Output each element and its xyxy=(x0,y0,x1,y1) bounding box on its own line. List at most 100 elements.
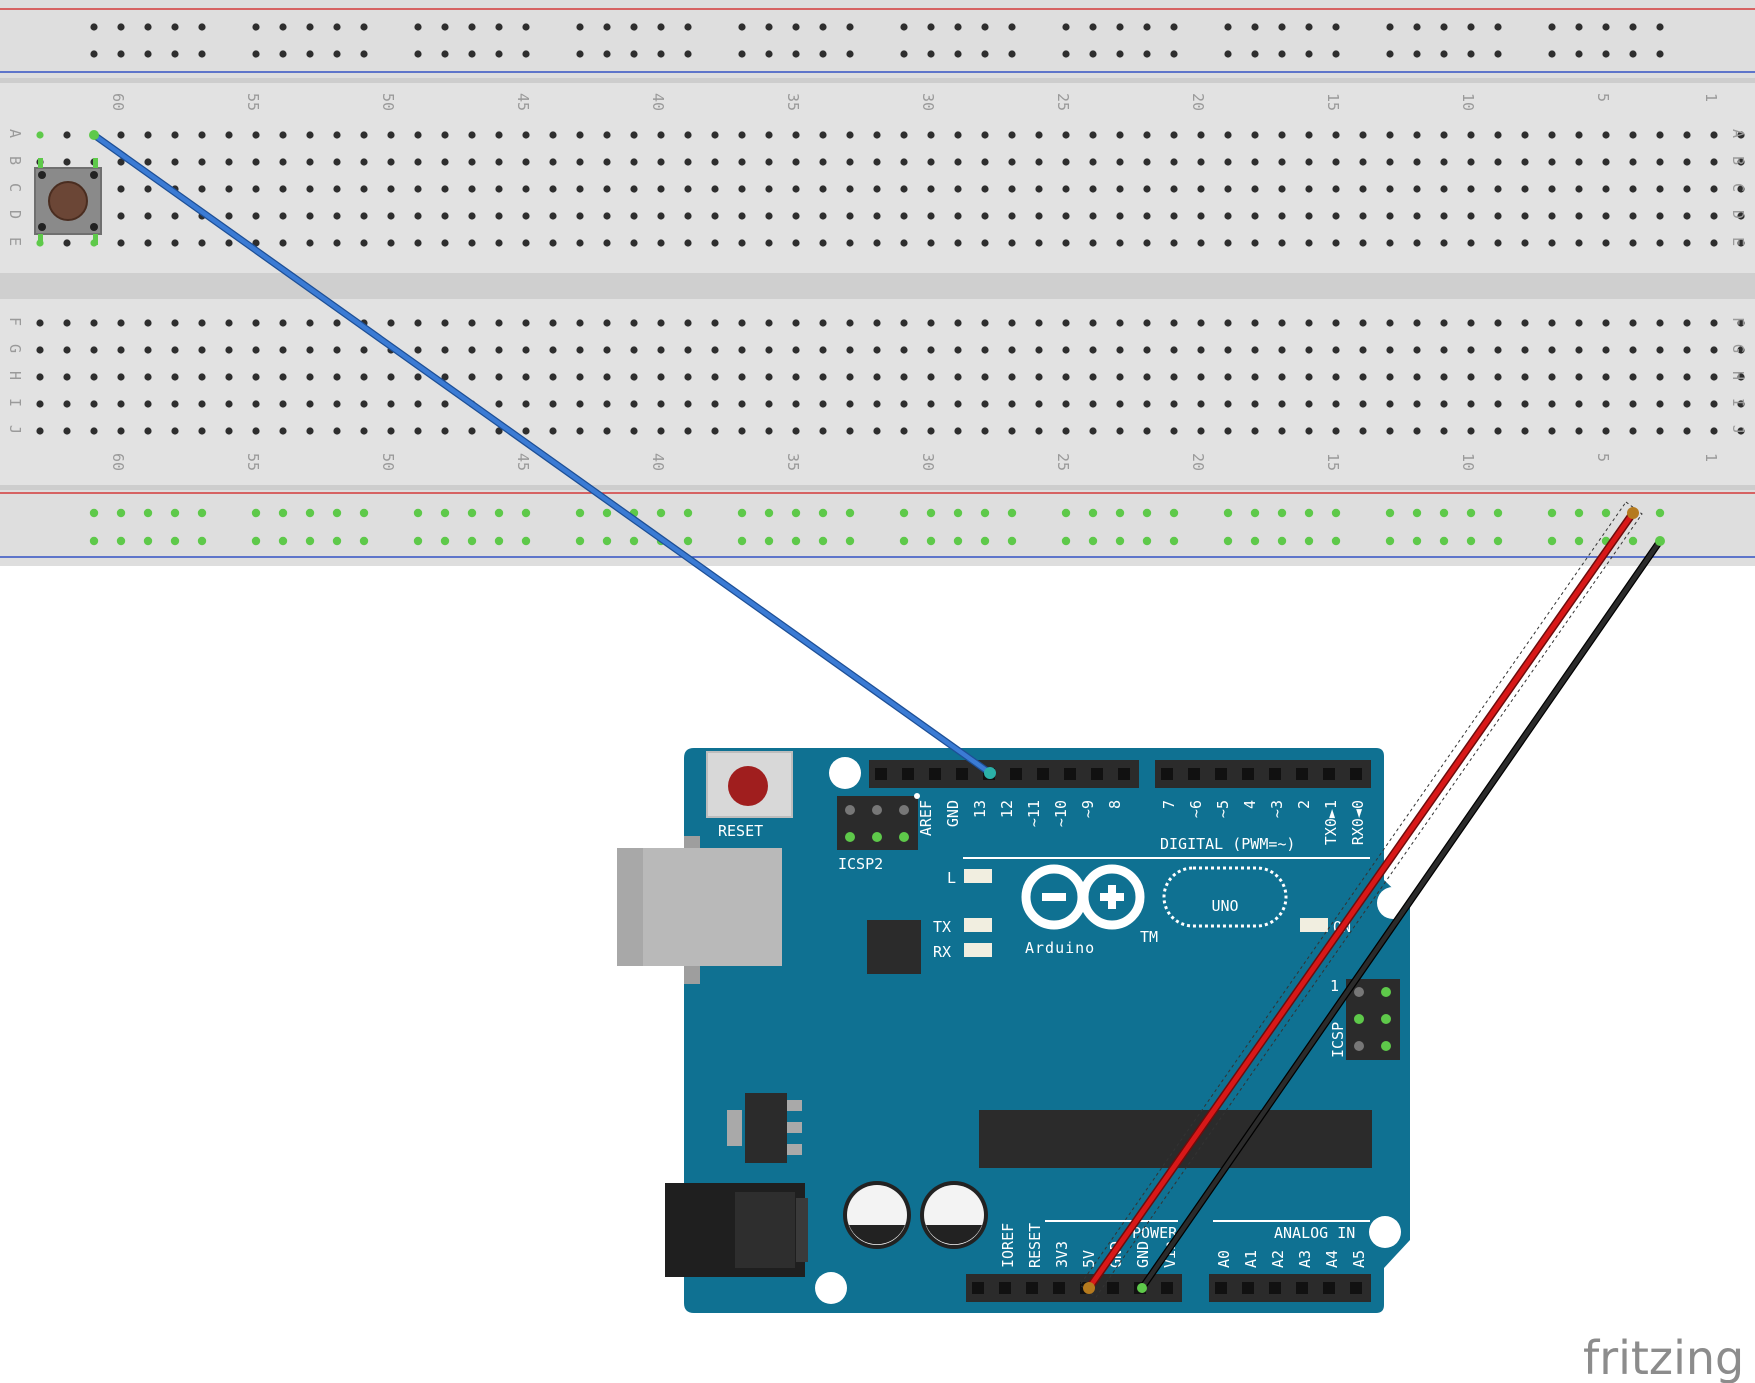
icsp-header[interactable]: 1 ICSP xyxy=(1329,977,1400,1060)
breadboard-hole xyxy=(1386,319,1394,327)
breadboard-hole xyxy=(1197,185,1205,193)
breadboard-hole xyxy=(1467,346,1475,354)
breadboard-hole xyxy=(117,239,125,247)
breadboard-hole xyxy=(1440,427,1448,435)
reset-button[interactable]: RESET xyxy=(706,751,793,840)
led-rx-label: RX xyxy=(933,943,951,961)
breadboard-hole xyxy=(576,239,584,247)
breadboard-hole xyxy=(360,131,368,139)
rail-hole xyxy=(576,23,584,31)
breadboard-hole xyxy=(1494,185,1502,193)
rail-hole xyxy=(1467,23,1475,31)
breadboard-hole xyxy=(1575,346,1583,354)
rail-hole xyxy=(252,50,260,58)
breadboard-hole xyxy=(333,400,341,408)
rail-hole xyxy=(521,508,531,518)
breadboard-hole xyxy=(819,427,827,435)
breadboard-hole xyxy=(1440,185,1448,193)
breadboard-hole xyxy=(549,319,557,327)
rail-hole xyxy=(414,50,422,58)
pin-label: A1 xyxy=(1242,1250,1260,1268)
breadboard-hole xyxy=(1521,158,1529,166)
analog-header[interactable] xyxy=(1209,1274,1371,1302)
rail-hole xyxy=(170,536,180,546)
row-label: I xyxy=(6,398,24,407)
breadboard-hole xyxy=(1116,400,1124,408)
rail-hole xyxy=(278,536,288,546)
breadboard-hole xyxy=(873,319,881,327)
header-pin xyxy=(929,768,941,780)
breadboard-hole xyxy=(387,427,395,435)
rail-hole xyxy=(845,536,855,546)
breadboard-hole xyxy=(171,239,179,247)
rail-hole xyxy=(738,50,746,58)
breadboard-hole xyxy=(36,346,44,354)
pushbutton-leg xyxy=(38,234,43,245)
breadboard-hole xyxy=(1656,239,1664,247)
digital-header-block-2 xyxy=(1155,760,1371,788)
breadboard-hole xyxy=(1143,158,1151,166)
breadboard-hole xyxy=(63,239,71,247)
rail-hole xyxy=(414,23,422,31)
breadboard-hole xyxy=(1035,131,1043,139)
breadboard-hole xyxy=(846,239,854,247)
header-pin xyxy=(1064,768,1076,780)
rail-hole xyxy=(1115,536,1125,546)
breadboard-hole xyxy=(279,427,287,435)
breadboard-hole xyxy=(927,158,935,166)
breadboard-hole xyxy=(927,400,935,408)
signal-wire[interactable] xyxy=(91,132,993,776)
breadboard-hole xyxy=(927,427,935,435)
icsp-pin xyxy=(1354,1014,1364,1024)
breadboard-hole xyxy=(1386,346,1394,354)
breadboard-hole xyxy=(1305,400,1313,408)
breadboard-hole xyxy=(171,373,179,381)
breadboard-hole xyxy=(441,185,449,193)
breadboard-hole xyxy=(1197,239,1205,247)
breadboard-hole xyxy=(1683,212,1691,220)
breadboard-hole xyxy=(1197,319,1205,327)
rail-hole xyxy=(954,23,962,31)
breadboard-hole xyxy=(495,239,503,247)
breadboard-hole xyxy=(1116,185,1124,193)
rail-hole xyxy=(305,536,315,546)
rail-hole xyxy=(1602,23,1610,31)
breadboard-hole xyxy=(1008,400,1016,408)
digital-header[interactable] xyxy=(869,760,1371,799)
breadboard-hole xyxy=(576,185,584,193)
rail-hole xyxy=(953,536,963,546)
col-label: 45 xyxy=(514,453,532,471)
breadboard-hole xyxy=(1602,400,1610,408)
pushbutton-corner xyxy=(90,171,98,179)
breadboard-hole xyxy=(1413,158,1421,166)
power-wire[interactable] xyxy=(1086,510,1636,1291)
pushbutton[interactable] xyxy=(34,158,102,245)
rail-hole xyxy=(846,50,854,58)
breadboard-hole xyxy=(549,185,557,193)
breadboard-hole xyxy=(1629,400,1637,408)
icsp2-header[interactable]: ICSP2 xyxy=(837,796,918,873)
rail-hole xyxy=(1169,536,1179,546)
rail-hole xyxy=(792,50,800,58)
rail-hole xyxy=(359,536,369,546)
analog-pin-labels: A0 A1 A2 A3 A4 A5 xyxy=(1215,1250,1368,1268)
breadboard-hole xyxy=(1278,185,1286,193)
breadboard-hole xyxy=(279,400,287,408)
breadboard-hole xyxy=(1521,346,1529,354)
breadboard-hole xyxy=(468,158,476,166)
breadboard-hole xyxy=(1386,131,1394,139)
breadboard-hole xyxy=(900,427,908,435)
pushbutton-leg xyxy=(38,158,43,168)
rail-hole xyxy=(1115,508,1125,518)
breadboard-hole xyxy=(144,427,152,435)
header-pin xyxy=(1269,1282,1281,1294)
arduino-uno[interactable]: RESET xyxy=(617,748,1410,1313)
pin-label: ~11 xyxy=(1025,800,1043,827)
logo-minus xyxy=(1042,893,1066,901)
ground-wire[interactable] xyxy=(1139,538,1663,1291)
breadboard-hole xyxy=(927,346,935,354)
rail-hole xyxy=(1331,508,1341,518)
breadboard-hole xyxy=(1710,158,1718,166)
rail-hole xyxy=(143,508,153,518)
breadboard-hole xyxy=(1278,319,1286,327)
